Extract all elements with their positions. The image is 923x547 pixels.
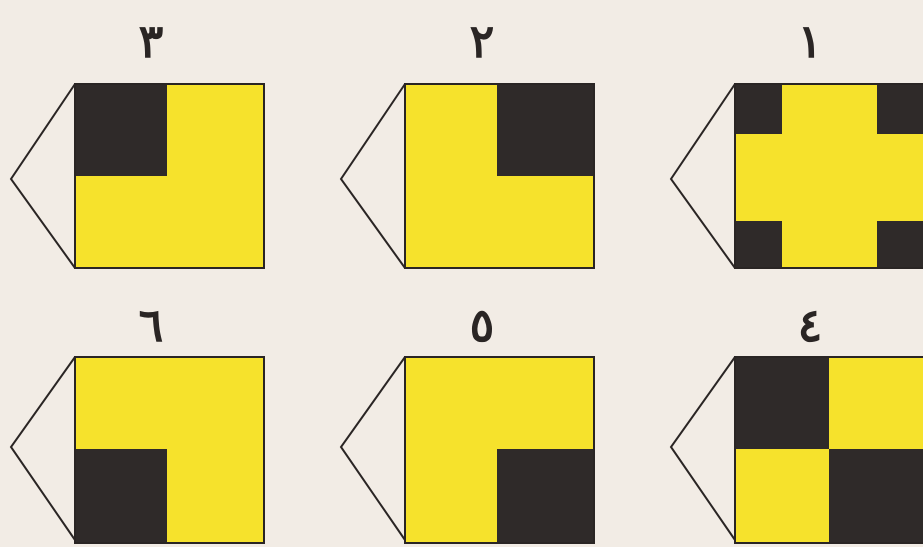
flag-dark-corner-tr xyxy=(877,84,923,134)
flag-dark-block-tl xyxy=(735,357,829,449)
flag-dark-block xyxy=(497,449,594,543)
flag-dark-corner-bl xyxy=(735,221,782,268)
panel-6-number: ٦ xyxy=(121,302,181,348)
flag-dark-corner-tl xyxy=(735,84,782,134)
panel-2-number: ٢ xyxy=(452,18,512,64)
panel-4-number: ٤ xyxy=(780,302,840,348)
panel-4-flag xyxy=(668,357,923,547)
flag-dark-block-br xyxy=(829,449,923,543)
flag-pennant xyxy=(11,84,75,268)
panel-1-flag xyxy=(668,84,923,274)
panel-5-number: ٥ xyxy=(452,302,512,348)
panel-2-flag xyxy=(338,84,598,274)
flag-pennant xyxy=(671,357,735,540)
panel-3-number: ٣ xyxy=(121,18,181,64)
flag-pennant xyxy=(11,357,75,540)
panel-5-flag xyxy=(338,357,598,547)
flag-pennant xyxy=(671,84,735,268)
panel-3-flag xyxy=(8,84,268,274)
flag-dark-block xyxy=(75,449,167,543)
flag-pennant xyxy=(341,84,405,268)
flag-dark-corner-br xyxy=(877,221,923,268)
panel-1-number: ١ xyxy=(780,18,840,64)
panel-6-flag xyxy=(8,357,268,547)
flag-dark-block xyxy=(75,84,167,176)
flag-pennant xyxy=(341,357,405,540)
flag-dark-block xyxy=(497,84,594,176)
